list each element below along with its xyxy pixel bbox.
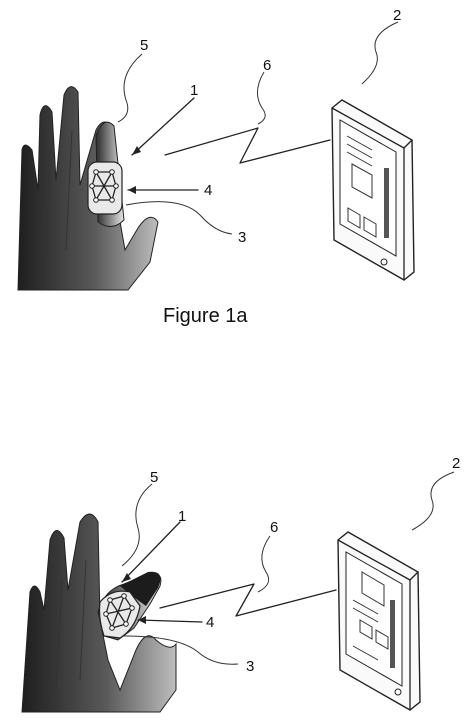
ref-3: 3 [246, 658, 254, 675]
ref-5: 5 [150, 469, 158, 486]
wireless-signal [164, 127, 331, 164]
circuit-pattern [103, 593, 135, 631]
leader-3 [125, 201, 233, 235]
leader-5 [117, 53, 143, 123]
wireless-signal [159, 583, 337, 617]
finger-with-sensor [97, 571, 162, 641]
figure-1b: 2 1 3 4 5 6 [21, 455, 460, 713]
leader-5 [121, 483, 153, 567]
leader-1 [121, 521, 181, 583]
leader-6 [257, 71, 266, 125]
ref-4: 4 [206, 614, 214, 631]
leader-3 [123, 635, 239, 665]
leader-2 [361, 21, 399, 85]
finger-with-sensor [87, 121, 125, 227]
ref-1: 1 [178, 508, 186, 525]
leader-2 [411, 471, 455, 531]
fingertip-shade [120, 571, 161, 606]
leader-6 [257, 535, 271, 593]
ref-6: 6 [263, 57, 271, 74]
circuit-pattern [89, 169, 119, 203]
ref-4: 4 [204, 182, 212, 199]
ref-3: 3 [238, 229, 246, 246]
ref-5: 5 [140, 37, 148, 54]
ref-2: 2 [452, 455, 460, 472]
handheld-device [337, 531, 421, 711]
figure-1a: 2 1 3 4 5 6 Figure 1a [17, 7, 415, 327]
ref-6: 6 [270, 519, 278, 536]
handheld-device [331, 99, 415, 281]
leader-4 [137, 619, 203, 623]
figure-caption: Figure 1a [163, 305, 248, 327]
leader-1 [131, 97, 195, 156]
ref-2: 2 [393, 7, 401, 24]
ref-1: 1 [190, 82, 198, 99]
